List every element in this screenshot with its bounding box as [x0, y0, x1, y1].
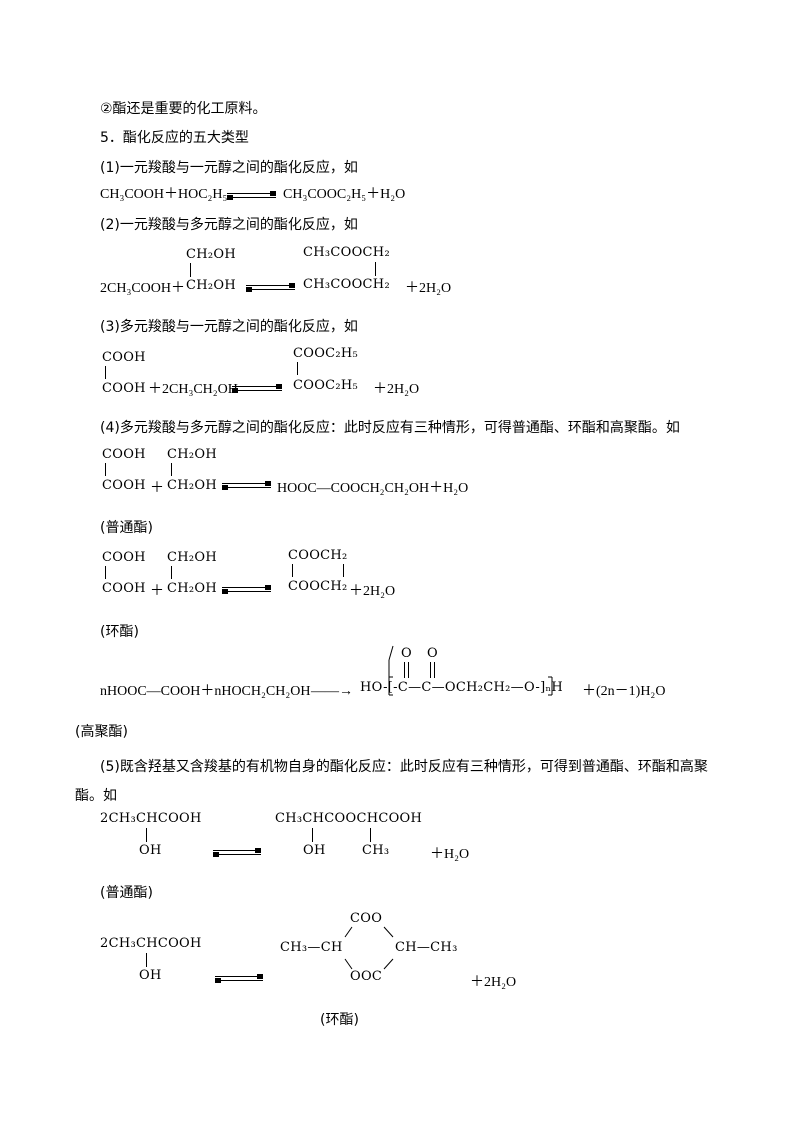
- s5-ring-top: COO: [350, 911, 383, 926]
- s2-water: ＋2H₂O: [405, 281, 452, 296]
- s5-p1-ch3: CH₃: [362, 843, 390, 858]
- text-line: ②酯还是重要的化工原料。: [100, 101, 267, 117]
- s5-r2-oh: OH: [139, 968, 162, 983]
- double-bond: [430, 662, 431, 678]
- s4-alc2-bot: CH₂OH: [167, 581, 217, 596]
- double-bond: [434, 662, 435, 678]
- s3-acid-bot: COOH: [102, 381, 146, 396]
- s4-plus: ＋: [150, 481, 164, 496]
- s5-p1-top: CH₃CHCOOCHCOOH: [275, 811, 423, 826]
- s4-water2: ＋2H₂O: [349, 584, 396, 599]
- s5-r2-top: 2CH₃CHCOOH: [100, 936, 202, 951]
- s5-title-2: 酯。如: [75, 788, 117, 804]
- bond-line: [146, 828, 147, 842]
- s4-alc-top: CH₂OH: [167, 447, 217, 462]
- section-heading: 5．酯化反应的五大类型: [100, 130, 249, 146]
- s5-p1-oh: OH: [303, 843, 326, 858]
- bond-line: [343, 564, 344, 577]
- s4-acid-bot: COOH: [102, 478, 146, 493]
- s3-acid-top: COOH: [102, 350, 146, 365]
- s4-title: (4)多元羧酸与多元醇之间的酯化反应：此时反应有三种情形，可得普通酯、环酯和高聚…: [100, 420, 680, 436]
- s2-prod-top: CH₃COOCH₂: [303, 245, 390, 260]
- s2-alc-bot: CH₂OH: [186, 278, 236, 293]
- s2-prod-bot: CH₃COOCH₂: [303, 277, 390, 292]
- s5-water2: ＋2H₂O: [470, 975, 517, 990]
- s5-r1-top: 2CH₃CHCOOH: [100, 811, 202, 826]
- s4-acid-top: COOH: [102, 447, 146, 462]
- s4-acid2-top: COOH: [102, 550, 146, 565]
- s4-label-cyclic: (环酯): [100, 624, 139, 640]
- s4-label-polymer: (高聚酯): [75, 724, 128, 740]
- s3-prod-top: COOC₂H₅: [293, 346, 359, 361]
- s4-poly-water: ＋(2n－1)H₂O: [582, 684, 666, 699]
- bond-line: [375, 262, 376, 276]
- s5-ring-right: CH—CH₃: [395, 940, 458, 955]
- s2-title: (2)一元羧酸与多元醇之间的酯化反应，如: [100, 217, 358, 233]
- s5-ring-left: CH₃—CH: [280, 940, 343, 955]
- bond-line: [146, 953, 147, 967]
- bond-line: [190, 263, 191, 277]
- s4-plus2: ＋: [150, 584, 164, 599]
- s5-title-1: (5)既含羟基又含羧基的有机物自身的酯化反应：此时反应有三种情形，可得到普通酯、…: [100, 759, 708, 775]
- bond-line: [292, 564, 293, 577]
- s3-title: (3)多元羧酸与一元醇之间的酯化反应，如: [100, 319, 358, 335]
- bond-line: [105, 566, 106, 579]
- s2-alc-top: CH₂OH: [186, 247, 236, 262]
- s4-poly-main: HO-[-C—C—OCH₂CH₂—O-]ₙH: [360, 680, 564, 695]
- s4-poly-lhs: nHOOC—COOH＋nHOCH₂CH₂OH: [100, 684, 311, 699]
- s1-rhs: CH₃COOC₂H₅＋H₂O: [283, 187, 406, 202]
- s5-water1: ＋H₂O: [430, 847, 470, 862]
- s4-alc-bot: CH₂OH: [167, 478, 217, 493]
- s2-lhs: 2CH₃COOH＋: [100, 281, 185, 296]
- s3-water: ＋2H₂O: [373, 382, 420, 397]
- s4-prod1: HOOC—COOCH₂CH₂OH＋H₂O: [277, 481, 469, 496]
- bond-line: [171, 463, 172, 476]
- s5-label-cyclic: (环酯): [320, 1012, 359, 1028]
- bond-line: [297, 362, 298, 375]
- bond-line: [105, 463, 106, 476]
- bond-line: [312, 828, 313, 842]
- s4-alc2-top: CH₂OH: [167, 550, 217, 565]
- s1-title: (1)一元羧酸与一元醇之间的酯化反应，如: [100, 160, 358, 176]
- s4-poly-arrow: ——→: [311, 684, 353, 699]
- s4-prod2-top: COOCH₂: [288, 548, 348, 563]
- s3-prod-bot: COOC₂H₅: [293, 378, 359, 393]
- s4-poly-o2: O: [427, 646, 438, 661]
- s5-r1-oh: OH: [139, 843, 162, 858]
- bond-line: [171, 566, 172, 579]
- bond-line: [370, 828, 371, 842]
- s4-label-normal: (普通酯): [100, 520, 153, 536]
- double-bond: [408, 662, 409, 678]
- s3-reagent: ＋2CH₃CH₂OH: [148, 382, 238, 397]
- bond-line: [105, 366, 106, 379]
- s5-ring-bot: OOC: [350, 969, 383, 984]
- s5-label-normal: (普通酯): [100, 885, 153, 901]
- s4-acid2-bot: COOH: [102, 581, 146, 596]
- s4-prod2-bot: COOCH₂: [288, 579, 348, 594]
- double-bond: [404, 662, 405, 678]
- s4-poly-o1: O: [401, 646, 412, 661]
- s1-lhs: CH₃COOH＋HOC₂H₅: [100, 187, 228, 202]
